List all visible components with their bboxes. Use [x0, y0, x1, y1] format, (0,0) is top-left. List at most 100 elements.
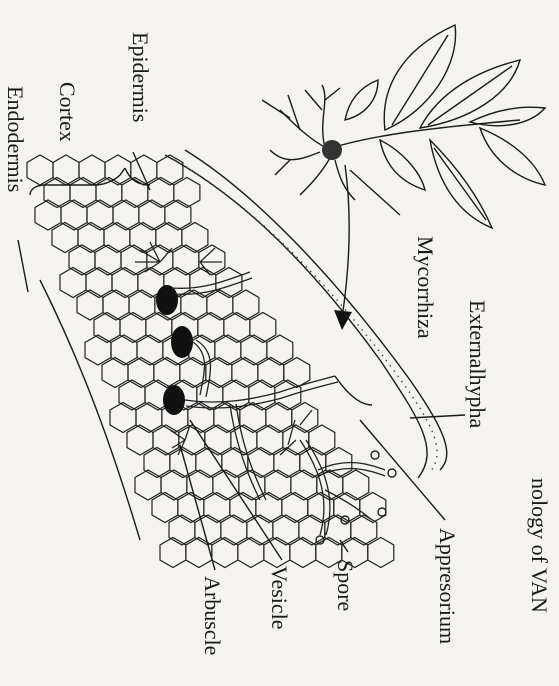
- cortex-cell: [292, 403, 318, 433]
- leaf: [345, 80, 378, 120]
- cortex-cell: [170, 448, 196, 478]
- label-cortex: Cortex: [55, 82, 80, 142]
- cortex-cell: [77, 290, 103, 320]
- cortex-cell: [215, 335, 241, 365]
- cortex-cell: [148, 178, 174, 208]
- vesicle: [171, 326, 193, 358]
- cortex-cell: [103, 290, 129, 320]
- cortex-cell: [70, 178, 96, 208]
- label-epidermis: Epidermis: [128, 32, 153, 122]
- cortex-cell: [27, 155, 53, 185]
- cortex-cell: [224, 313, 250, 343]
- leaf: [384, 25, 455, 130]
- cortex-cell: [265, 470, 291, 500]
- cortex-cell: [174, 178, 200, 208]
- label-mycorrhiza: Mycorrhiza: [413, 236, 438, 339]
- cortex-cell: [129, 290, 155, 320]
- label-endodermis: Endodermis: [3, 86, 28, 192]
- cortex-cell: [69, 245, 95, 275]
- cortex-cell: [95, 245, 121, 275]
- leaf: [480, 128, 545, 185]
- cortex-cell: [87, 200, 113, 230]
- cortex-cell: [351, 515, 377, 545]
- cortex-cell: [86, 268, 112, 298]
- cortex-cell: [197, 380, 223, 410]
- internal-hyphae: [172, 272, 338, 500]
- cortex-cell: [274, 448, 300, 478]
- cortex-cell: [154, 358, 180, 388]
- cortex-cell: [241, 335, 267, 365]
- cortex-cell: [273, 515, 299, 545]
- cortex-cell: [78, 223, 104, 253]
- cortex-cell: [258, 358, 284, 388]
- cortex-cell: [113, 200, 139, 230]
- leaf: [430, 140, 492, 228]
- cortex-cell: [128, 358, 154, 388]
- cortex-cell: [284, 358, 310, 388]
- cortex-cell: [144, 448, 170, 478]
- caption-fragment: nology of VAN: [527, 478, 552, 613]
- cortex-cell: [157, 155, 183, 185]
- cortex-cell: [79, 155, 105, 185]
- cortex-cell: [136, 403, 162, 433]
- cortex-cell: [119, 380, 145, 410]
- cortex-cell: [240, 403, 266, 433]
- cortex-cell: [94, 313, 120, 343]
- cortex-cell: [127, 425, 153, 455]
- cortex-cell: [152, 493, 178, 523]
- cortex-cell: [195, 515, 221, 545]
- cortex-cell: [105, 155, 131, 185]
- cortex-cell: [137, 335, 163, 365]
- plant-illustration: [262, 25, 545, 330]
- leaf: [420, 60, 520, 128]
- spore: [371, 451, 379, 459]
- cortex-cell: [161, 470, 187, 500]
- cortex-cell: [135, 470, 161, 500]
- cortex-cell: [156, 223, 182, 253]
- cortex-cell: [233, 290, 259, 320]
- cortex-cell: [60, 268, 86, 298]
- cortex-cell: [85, 335, 111, 365]
- endodermis-line: [40, 280, 140, 540]
- cortex-cell: [112, 268, 138, 298]
- cortex-cell: [257, 425, 283, 455]
- cortex-cell: [102, 358, 128, 388]
- cortex-cell: [291, 470, 317, 500]
- cortex-cell: [53, 155, 79, 185]
- cortex-cell: [205, 425, 231, 455]
- cortex-cell: [368, 538, 394, 568]
- cortex-cell: [266, 403, 292, 433]
- label-external-hypha: Externalhypha: [465, 300, 490, 429]
- cortex-cell: [160, 538, 186, 568]
- vesicle: [163, 385, 185, 415]
- leader-lines: [18, 152, 465, 570]
- appresorium: [335, 376, 372, 405]
- cortex-cell: [179, 425, 205, 455]
- cortex-cell: [52, 223, 78, 253]
- cortex-cell: [249, 380, 275, 410]
- label-spore: Spore: [333, 560, 358, 611]
- cortex-cell: [153, 425, 179, 455]
- label-arbuscle: Arbuscle: [200, 576, 225, 655]
- vesicle: [156, 285, 178, 315]
- cortex-cell: [44, 178, 70, 208]
- cortex-cell: [232, 358, 258, 388]
- cortex-cell: [198, 313, 224, 343]
- cortex-cell: [169, 515, 195, 545]
- label-appresorium: Appresorium: [435, 528, 460, 644]
- cortex-cell: [147, 245, 173, 275]
- cortex-cell: [290, 538, 316, 568]
- label-vesicle: Vesicle: [267, 566, 292, 630]
- cortex-cell: [121, 245, 147, 275]
- cortex-cell: [165, 200, 191, 230]
- cortex-cell: [104, 223, 130, 253]
- cortex-cell: [204, 493, 230, 523]
- cortex-cell: [239, 470, 265, 500]
- root-section: [27, 150, 447, 568]
- cortex-cell: [212, 538, 238, 568]
- cortex-cell: [110, 403, 136, 433]
- cortex-cell: [186, 538, 212, 568]
- cortex-cell: [182, 223, 208, 253]
- cortex-cell: [35, 200, 61, 230]
